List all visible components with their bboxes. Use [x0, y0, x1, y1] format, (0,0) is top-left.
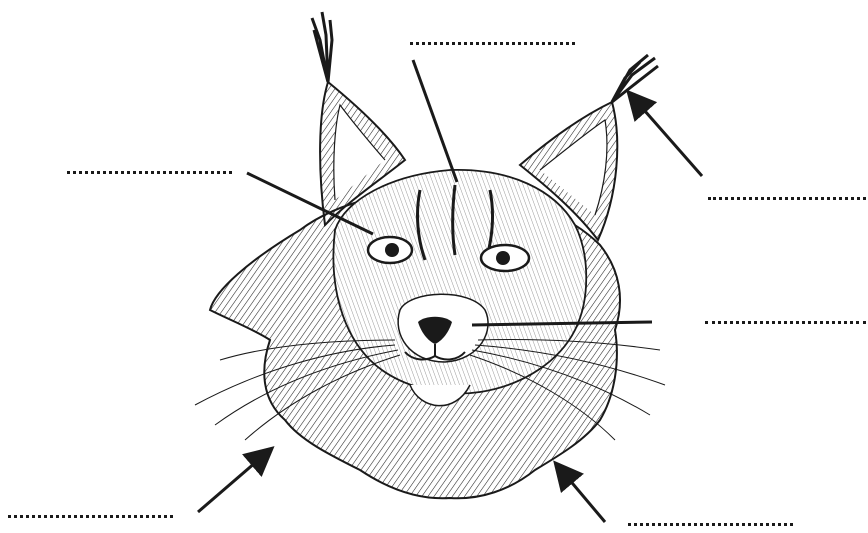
- top-center-label-blank[interactable]: [410, 42, 575, 45]
- right-upper-label-blank[interactable]: [708, 197, 866, 200]
- pointer-chin-fur: [557, 465, 605, 522]
- pointer-forehead: [413, 60, 457, 182]
- pointer-ear-tuft: [630, 94, 702, 176]
- right-middle-label-blank[interactable]: [705, 321, 866, 324]
- left-label-blank[interactable]: [67, 171, 232, 174]
- bottom-right-label-blank[interactable]: [628, 523, 793, 526]
- bottom-left-label-blank[interactable]: [8, 515, 173, 518]
- pointer-left-whisker: [198, 450, 270, 512]
